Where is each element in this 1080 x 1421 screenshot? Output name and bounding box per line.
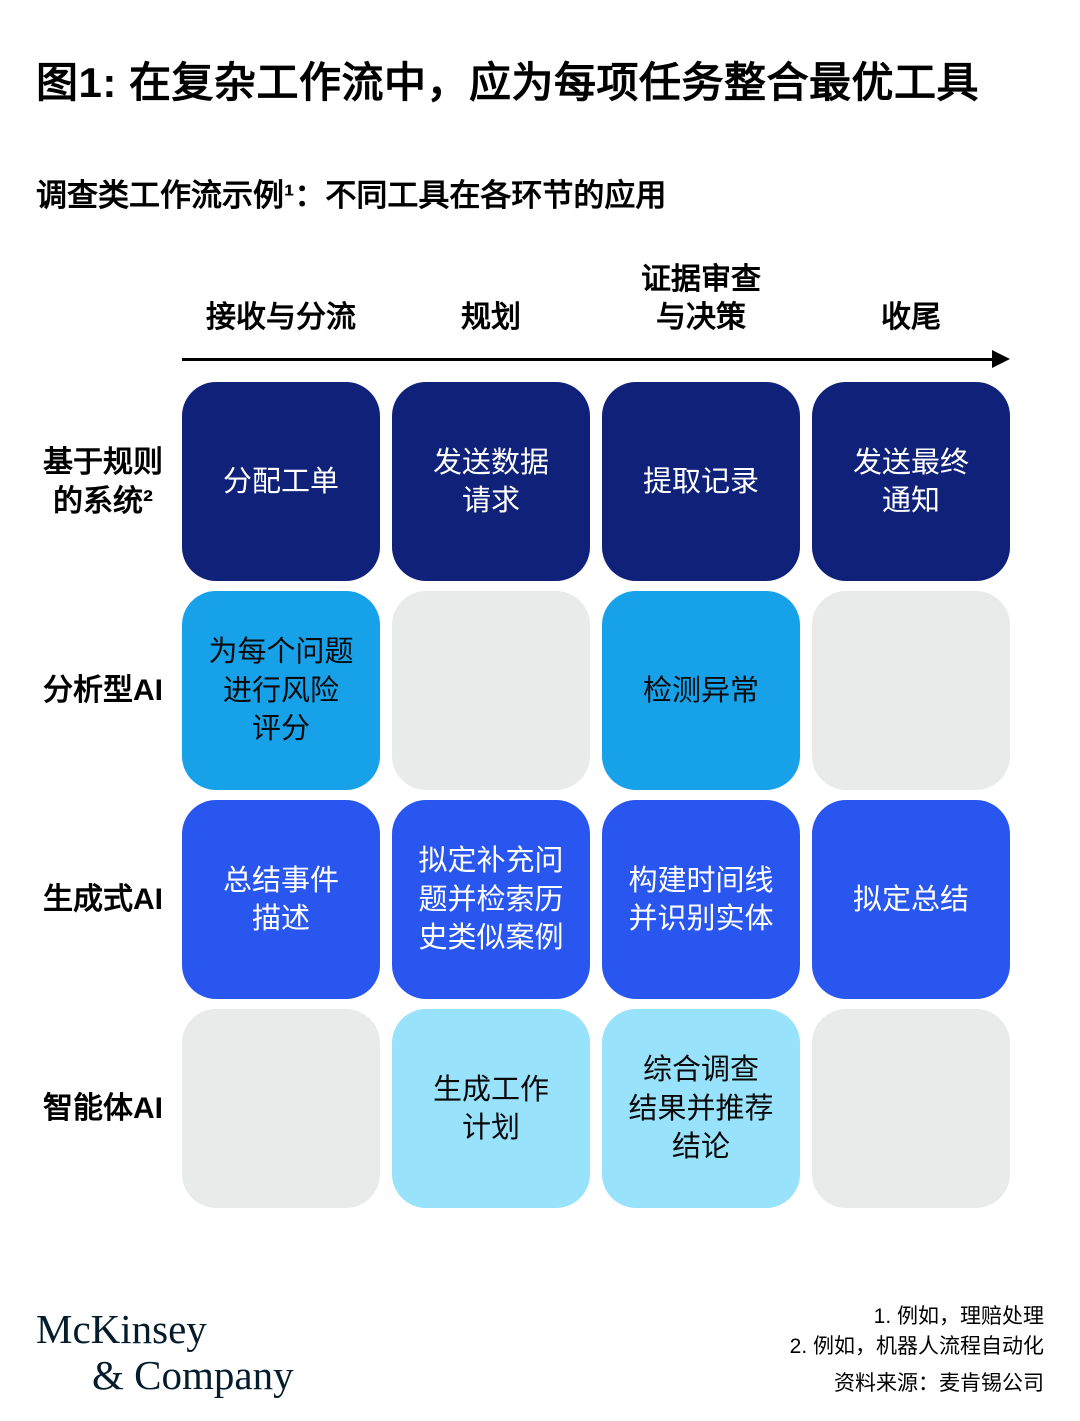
page-title: 图1: 在复杂工作流中，应为每项任务整合最优工具 <box>36 59 980 106</box>
cell-r3c4: 拟定总结 <box>812 800 1010 1000</box>
exhibit-page: 图1: 在复杂工作流中，应为每项任务整合最优工具 调查类工作流示例¹：不同工具在… <box>36 59 1044 1209</box>
cell-r2c3: 检测异常 <box>602 591 800 791</box>
cell-r1c2: 发送数据 请求 <box>392 382 590 582</box>
cell-r1c4: 发送最终 通知 <box>812 382 1010 582</box>
cell-r4c4-empty <box>812 1009 1010 1209</box>
arrow-spacer <box>36 348 170 372</box>
row-label-analytical-ai: 分析型AI <box>43 674 163 708</box>
cell-r3c3: 构建时间线 并识别实体 <box>602 800 800 1000</box>
stage-header-review: 证据审查 与决策 <box>641 263 761 334</box>
cell-r4c3: 综合调查 结果并推荐 结论 <box>602 1009 800 1209</box>
stage-header-planning: 规划 <box>461 300 521 334</box>
row-label-agentic-ai: 智能体AI <box>43 1092 163 1126</box>
cell-r2c1: 为每个问题 进行风险 评分 <box>182 591 380 791</box>
footnote-block: 1. 例如，理赔处理 2. 例如，机器人流程自动化 资料来源：麦肯锡公司 <box>790 1302 1044 1399</box>
mckinsey-logo: McKinsey & Company <box>36 1306 294 1399</box>
arrow-head-icon <box>992 350 1010 369</box>
timeline-arrow <box>182 348 1010 372</box>
cell-r4c2: 生成工作 计划 <box>392 1009 590 1209</box>
cell-r2c4-empty <box>812 591 1010 791</box>
footnotes: 1. 例如，理赔处理 2. 例如，机器人流程自动化 <box>789 1304 1044 1359</box>
workflow-matrix: 接收与分流 规划 证据审查 与决策 收尾 基于规则 的系统² 分配工单 发送数据… <box>36 261 1044 1209</box>
row-label-rules-based: 基于规则 的系统² <box>43 445 163 518</box>
cell-r1c3: 提取记录 <box>602 382 800 582</box>
stage-header-intake: 接收与分流 <box>206 300 356 334</box>
corner-spacer <box>36 261 170 338</box>
stage-header-closeout: 收尾 <box>881 300 941 334</box>
logo-line2: & Company <box>92 1352 294 1399</box>
source-line: 资料来源：麦肯锡公司 <box>834 1371 1044 1395</box>
cell-r4c1-empty <box>182 1009 380 1209</box>
arrow-line <box>182 358 996 362</box>
footer: McKinsey & Company 1. 例如，理赔处理 2. 例如，机器人流… <box>36 1302 1044 1399</box>
cell-r3c1: 总结事件 描述 <box>182 800 380 1000</box>
logo-line1: McKinsey <box>36 1306 207 1353</box>
cell-r3c2: 拟定补充问 题并检索历 史类似案例 <box>392 800 590 1000</box>
cell-r1c1: 分配工单 <box>182 382 380 582</box>
cell-r2c2-empty <box>392 591 590 791</box>
row-label-generative-ai: 生成式AI <box>43 883 163 917</box>
page-subtitle: 调查类工作流示例¹：不同工具在各环节的应用 <box>36 178 667 214</box>
